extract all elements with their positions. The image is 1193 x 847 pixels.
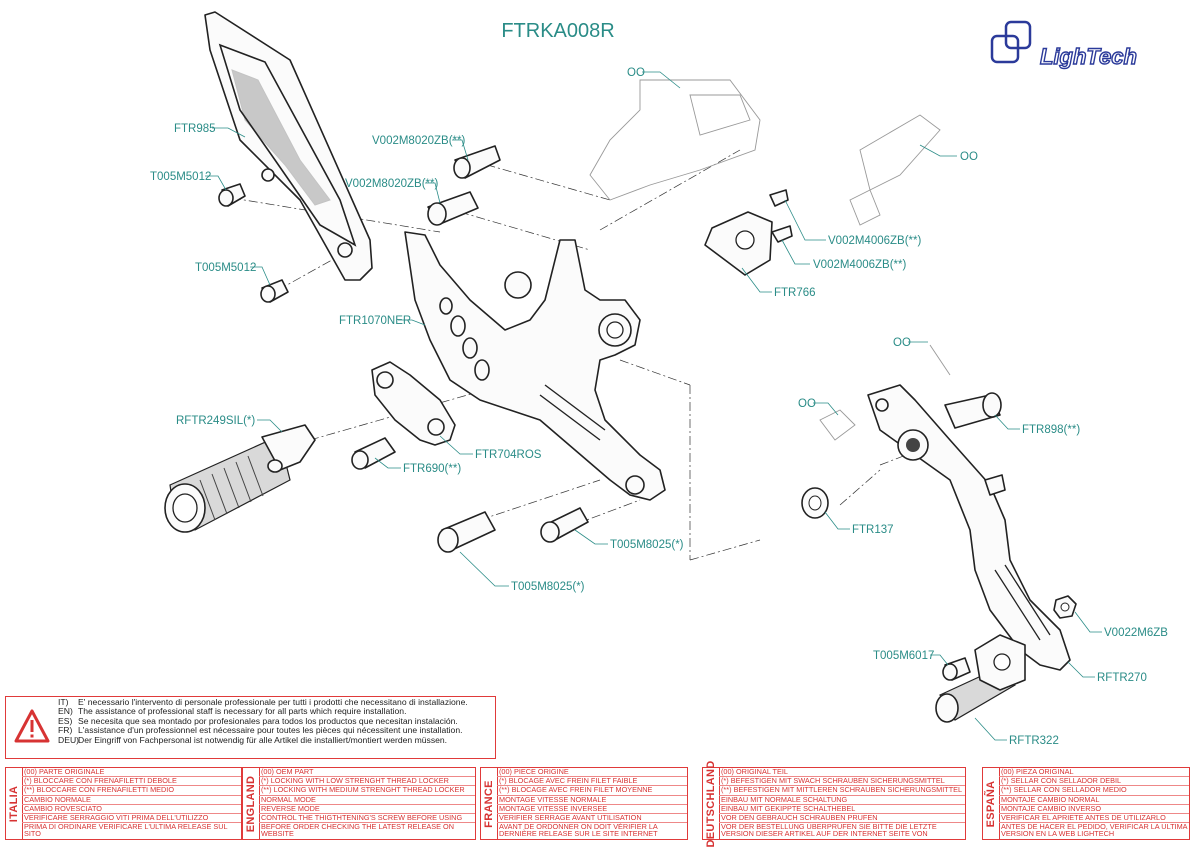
rearset-plate-ftr1070ner — [404, 231, 666, 501]
label-oo-top: OO — [627, 67, 645, 79]
label-ftr898: FTR898(**) — [1022, 424, 1080, 436]
brand-name: LighTech — [1040, 44, 1137, 69]
label-v002m4006zb-a: V002M4006ZB(**) — [828, 235, 921, 247]
label-ftr690: FTR690(**) — [403, 463, 461, 475]
label-t005m8025-b: T005M8025(*) — [511, 581, 585, 593]
warning-line-fr: FR)L'assistance d'un professionnel est n… — [58, 725, 463, 736]
warning-line-it: IT)E' necessario l'intervento di persona… — [58, 697, 468, 707]
label-ftr766: FTR766 — [774, 287, 816, 299]
legend-deutschland: DEUTSCHLAND (00) ORIGINAL TEIL (*) BEFES… — [702, 760, 966, 847]
pivot-ftr898 — [944, 392, 1002, 429]
warning-line-de: DEU)Der Eingriff von Fachpersonal ist no… — [58, 734, 448, 745]
footpeg-rftr249sil — [164, 424, 316, 533]
label-v002m4006zb-b: V002M4006ZB(**) — [813, 259, 906, 271]
part-labels: FTR985 T005M5012 T005M5012 V002M8020ZB(*… — [150, 67, 1168, 747]
label-ftr704ros: FTR704ROS — [475, 449, 542, 461]
installation-warning: IT)E' necessario l'intervento di persona… — [5, 696, 496, 759]
label-ftr985: FTR985 — [174, 123, 216, 135]
label-rftr249sil: RFTR249SIL(*) — [176, 415, 255, 427]
legend-france: FRANCE (00) PIECE ORIGINE (*) BLOCAGE AV… — [480, 767, 688, 840]
label-oo-pin: OO — [893, 337, 911, 349]
oem-parts-ghost — [589, 79, 951, 441]
label-v0022m6zb: V0022M6ZB — [1104, 627, 1168, 639]
legend-italia: ITALIA (00) PARTE ORIGINALE (*) BLOCCARE… — [5, 767, 242, 840]
label-v002m8020zb-a: V002M8020ZB(**) — [372, 135, 465, 147]
warning-lines: IT)E' necessario l'intervento di persona… — [58, 697, 493, 745]
screws — [218, 145, 971, 681]
label-t005m6017: T005M6017 — [873, 650, 934, 662]
clamp-ftr766 — [704, 211, 773, 276]
label-oo-bush: OO — [798, 398, 816, 410]
drawing-title: FTRKA008R — [501, 20, 614, 42]
link-ftr704ros — [371, 361, 456, 446]
warning-line-es: ES)Se necesita que sea montado por profe… — [58, 715, 458, 726]
legend-espana: ESPAÑA (00) PIEZA ORIGINAL (*) SELLAR CO… — [982, 767, 1190, 840]
label-t005m5012-b: T005M5012 — [195, 262, 256, 274]
shift-peg-rftr322 — [935, 634, 1026, 723]
label-t005m5012-a: T005M5012 — [150, 171, 211, 183]
label-ftr137: FTR137 — [852, 524, 894, 536]
heel-guard-ftr985 — [204, 11, 373, 281]
nut-v0022m6zb — [1053, 595, 1077, 619]
label-t005m8025-a: T005M8025(*) — [610, 539, 684, 551]
label-ftr1070ner: FTR1070NER — [339, 315, 411, 327]
washer-ftr137 — [801, 487, 829, 519]
lightech-logo: LighTech — [990, 20, 1138, 70]
label-oo-right: OO — [960, 151, 978, 163]
shift-lever-rftr270 — [867, 384, 1071, 671]
label-v002m8020zb-b: V002M8020ZB(**) — [345, 178, 438, 190]
legend-england: ENGLAND (00) OEM PART (*) LOCKING WITH L… — [242, 767, 476, 840]
warning-line-en: EN)The assistance of professional staff … — [58, 706, 407, 717]
label-rftr270: RFTR270 — [1097, 672, 1147, 684]
warning-triangle-icon — [14, 709, 50, 743]
label-rftr322: RFTR322 — [1009, 735, 1059, 747]
